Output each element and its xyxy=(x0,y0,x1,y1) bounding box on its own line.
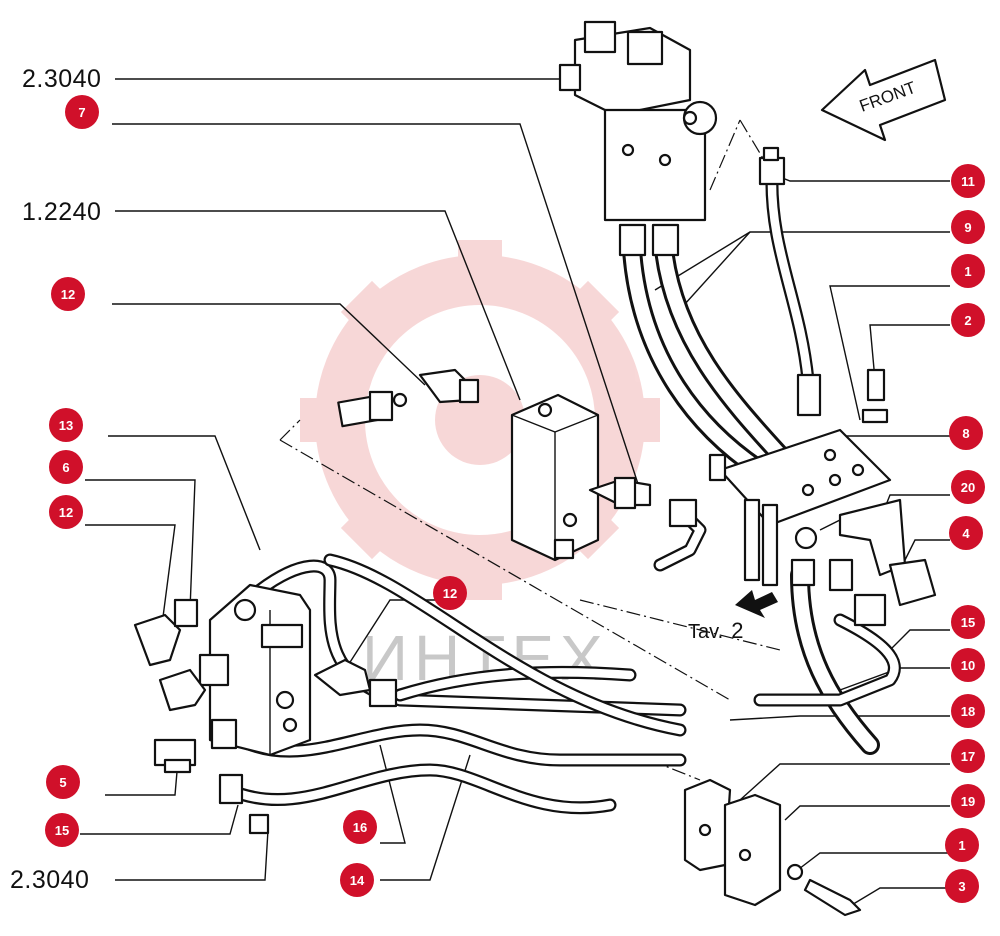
hoses xyxy=(618,223,880,755)
callout-badge: 2 xyxy=(951,303,985,337)
callout-badge: 4 xyxy=(949,516,983,550)
callout-badge: 20 xyxy=(951,470,985,504)
svg-text:1: 1 xyxy=(964,264,971,279)
callout-badges: 7 12 13 6 12 12 5 15 16 14 11 9 1 2 8 20… xyxy=(45,95,985,903)
callout-badge: 12 xyxy=(433,576,467,610)
fitting-12-upper xyxy=(337,368,480,428)
callout-badge: 12 xyxy=(51,277,85,311)
svg-text:1: 1 xyxy=(958,838,965,853)
callout-badge: 12 xyxy=(49,495,83,529)
callout-badge: 5 xyxy=(46,765,80,799)
svg-text:11: 11 xyxy=(961,174,975,189)
svg-text:9: 9 xyxy=(964,220,971,235)
svg-text:7: 7 xyxy=(78,105,85,120)
reference-number: 2.3040 xyxy=(22,65,101,93)
svg-text:17: 17 xyxy=(961,749,975,764)
reference-number: 1.2240 xyxy=(22,198,101,226)
svg-text:15: 15 xyxy=(55,823,69,838)
tube-15-right xyxy=(753,593,901,707)
callout-badge: 10 xyxy=(951,648,985,682)
svg-text:10: 10 xyxy=(961,658,975,673)
callout-badge: 8 xyxy=(949,416,983,450)
callout-badge: 3 xyxy=(945,869,979,903)
svg-text:5: 5 xyxy=(59,775,66,790)
callout-badge: 13 xyxy=(49,408,83,442)
svg-text:2: 2 xyxy=(964,313,971,328)
svg-text:13: 13 xyxy=(59,418,73,433)
reference-number: 2.3040 xyxy=(10,866,89,894)
fitting-7 xyxy=(588,476,707,572)
callout-badge: 15 xyxy=(951,605,985,639)
callout-badge: 16 xyxy=(343,810,377,844)
svg-text:15: 15 xyxy=(961,615,975,630)
svg-text:6: 6 xyxy=(62,460,69,475)
svg-text:4: 4 xyxy=(962,526,970,541)
svg-text:12: 12 xyxy=(61,287,75,302)
callout-badge: 15 xyxy=(45,813,79,847)
callout-badge: 9 xyxy=(951,210,985,244)
callout-badge: 11 xyxy=(951,164,985,198)
clamp-blocks xyxy=(683,778,862,917)
leader-lines xyxy=(80,78,950,907)
svg-text:16: 16 xyxy=(353,820,367,835)
control-valve xyxy=(558,20,718,222)
svg-text:18: 18 xyxy=(961,704,975,719)
svg-text:19: 19 xyxy=(961,794,975,809)
svg-text:12: 12 xyxy=(59,505,73,520)
svg-text:20: 20 xyxy=(961,480,975,495)
callout-badge: 7 xyxy=(65,95,99,129)
callout-badge: 17 xyxy=(951,739,985,773)
svg-text:8: 8 xyxy=(962,426,969,441)
svg-text:12: 12 xyxy=(443,586,457,601)
mounting-plate xyxy=(708,368,937,607)
callout-badge: 6 xyxy=(49,450,83,484)
left-fittings xyxy=(133,598,270,835)
tav-label: Tav.2 xyxy=(688,618,743,643)
svg-text:3: 3 xyxy=(958,879,965,894)
callout-badge: 18 xyxy=(951,694,985,728)
svg-text:14: 14 xyxy=(350,873,365,888)
fitting-12-middle xyxy=(313,658,398,708)
callout-badge: 19 xyxy=(951,784,985,818)
front-arrow xyxy=(820,58,947,142)
callout-badge: 1 xyxy=(951,254,985,288)
tav-arrow xyxy=(735,590,778,618)
distribution-block xyxy=(510,393,600,562)
watermark-gear-logo xyxy=(300,240,660,600)
tube-11 xyxy=(758,146,822,417)
pump-body xyxy=(198,583,312,757)
callout-badge: 1 xyxy=(945,828,979,862)
callout-badge: 14 xyxy=(340,863,374,897)
